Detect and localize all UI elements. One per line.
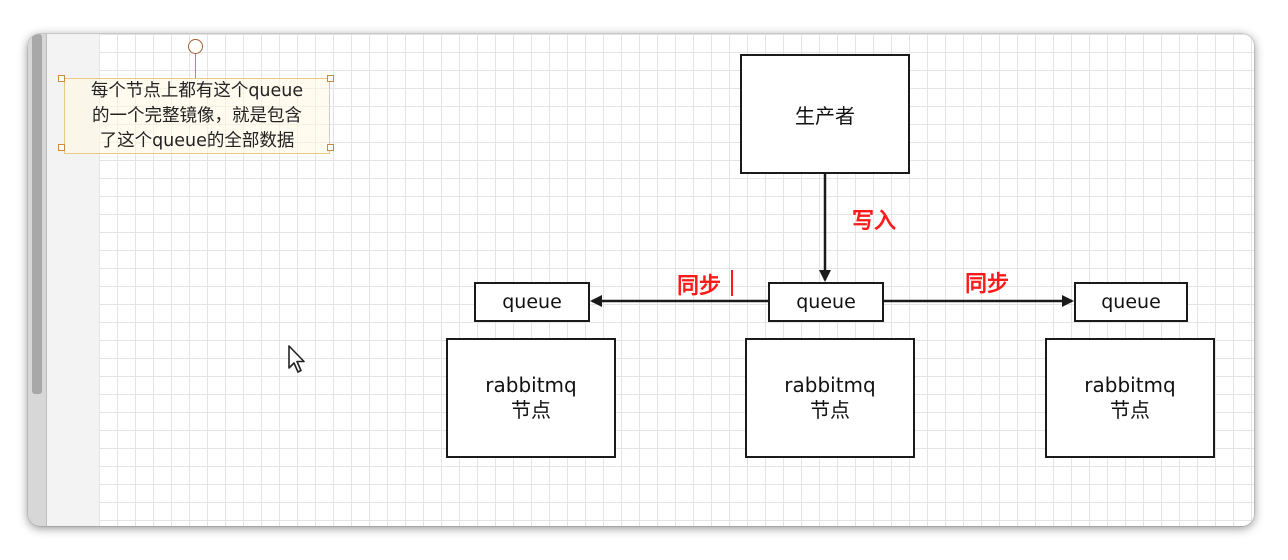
queue-label-center: queue xyxy=(796,291,856,313)
node-right-line2: 节点 xyxy=(1110,398,1150,422)
rotate-handle[interactable] xyxy=(188,39,203,54)
queue-box-right[interactable]: queue xyxy=(1074,282,1188,322)
rabbitmq-node-left[interactable]: rabbitmq 节点 xyxy=(446,338,616,458)
producer-box[interactable]: 生产者 xyxy=(740,54,910,174)
node-left-line2: 节点 xyxy=(511,398,551,422)
queue-label-right: queue xyxy=(1101,291,1161,313)
queue-label-left: queue xyxy=(502,291,562,313)
node-center-line2: 节点 xyxy=(810,398,850,422)
mouse-pointer-icon xyxy=(288,345,305,373)
node-center-line1: rabbitmq xyxy=(784,373,876,397)
rabbitmq-node-center[interactable]: rabbitmq 节点 xyxy=(745,338,915,458)
rotate-connector xyxy=(195,52,196,78)
resize-handle-top-left[interactable] xyxy=(58,75,65,82)
sync-left-label: 同步 xyxy=(677,274,722,299)
queue-box-center[interactable]: queue xyxy=(768,282,884,322)
producer-label: 生产者 xyxy=(795,103,855,128)
rabbitmq-node-right[interactable]: rabbitmq 节点 xyxy=(1045,338,1215,458)
scrollbar-thumb[interactable] xyxy=(32,34,42,394)
text-caret xyxy=(731,270,733,296)
vertical-scrollbar[interactable] xyxy=(28,34,47,526)
sync-right-label: 同步 xyxy=(965,272,1010,297)
note-text: 每个节点上都有这个queue 的一个完整镜像，就是包含 了这个queue的全部数… xyxy=(90,80,304,151)
note-textbox[interactable]: 每个节点上都有这个queue 的一个完整镜像，就是包含 了这个queue的全部数… xyxy=(64,78,330,154)
resize-handle-bottom-right[interactable] xyxy=(327,144,334,151)
resize-handle-top-right[interactable] xyxy=(327,75,334,82)
queue-box-left[interactable]: queue xyxy=(474,282,590,322)
resize-handle-bottom-left[interactable] xyxy=(58,144,65,151)
node-right-line1: rabbitmq xyxy=(1084,373,1176,397)
write-label: 写入 xyxy=(852,209,897,234)
node-left-line1: rabbitmq xyxy=(485,373,577,397)
